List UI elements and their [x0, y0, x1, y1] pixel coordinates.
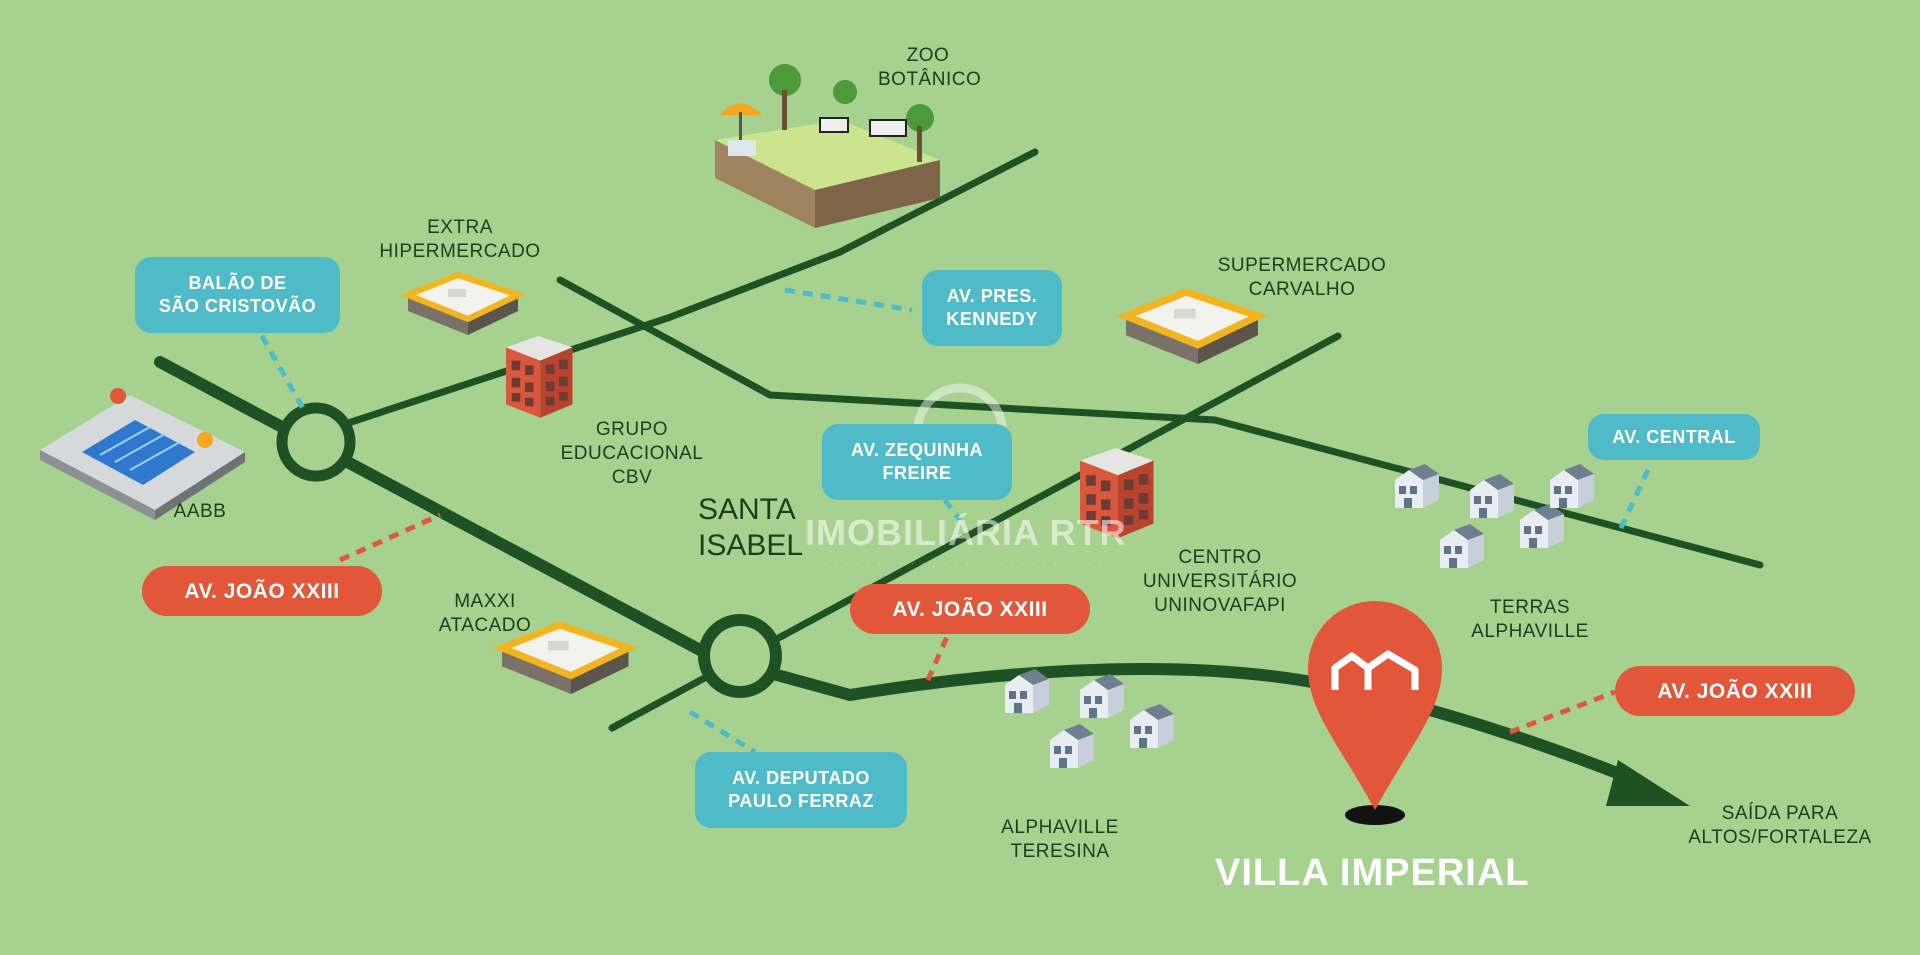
label-santa-isabel: SANTA ISABEL — [698, 493, 804, 562]
road-joao-xxiii — [154, 356, 1646, 788]
roundabout-icon — [276, 402, 356, 482]
house-cluster-icon — [1005, 669, 1174, 768]
label-extra: EXTRA HIPERMERCADO — [379, 217, 541, 262]
label-grupo: GRUPO EDUCACIONAL CBV — [560, 419, 704, 488]
label-maxxi: MAXXI ATACADO — [438, 591, 532, 636]
label-supermercado: SUPERMERCADO CARVALHO — [1217, 255, 1387, 300]
location-pin-icon — [1308, 601, 1442, 825]
building-icon — [1126, 292, 1258, 364]
building-icon — [506, 336, 573, 418]
pool-icon — [40, 388, 245, 520]
tag-deputado: AV. DEPUTADO PAULO FERRAZ — [695, 752, 907, 828]
label-alphaville-teresina: ALPHAVILLE TERESINA — [1001, 817, 1119, 862]
tag-joao-mid: AV. JOÃO XXIII — [850, 584, 1090, 634]
zoo-icon — [715, 64, 940, 228]
watermark: IMOBILIÁRIA RTR — [805, 512, 1127, 553]
label-saida: SAÍDA PARA ALTOS/FORTALEZA — [1688, 803, 1872, 848]
label-terras: TERRAS ALPHAVILLE — [1471, 597, 1589, 642]
tag-joao-left: AV. JOÃO XXIII — [142, 566, 382, 616]
label-villa-imperial: VILLA IMPERIAL — [1215, 852, 1530, 894]
tag-joao-right: AV. JOÃO XXIII — [1615, 666, 1855, 716]
building-icon — [408, 275, 518, 335]
label-zoo: ZOO BOTÂNICO — [878, 45, 982, 90]
watermark-subtitle: . . . . . . . . . . . . . . . . . . . . … — [812, 556, 1104, 566]
tag-central: AV. CENTRAL — [1588, 414, 1760, 460]
tag-zequinha: AV. ZEQUINHA FREIRE — [822, 424, 1012, 500]
tag-balao: BALÃO DE SÃO CRISTOVÃO — [135, 257, 340, 333]
label-centro: CENTRO UNIVERSITÁRIO UNINOVAFAPI — [1142, 547, 1298, 616]
arrow-head — [1606, 760, 1690, 806]
tag-pres-kennedy: AV. PRES. KENNEDY — [922, 270, 1062, 346]
label-aabb: AABB — [173, 501, 227, 522]
road-pres-kennedy — [329, 148, 1039, 432]
roundabout-icon — [698, 614, 782, 698]
